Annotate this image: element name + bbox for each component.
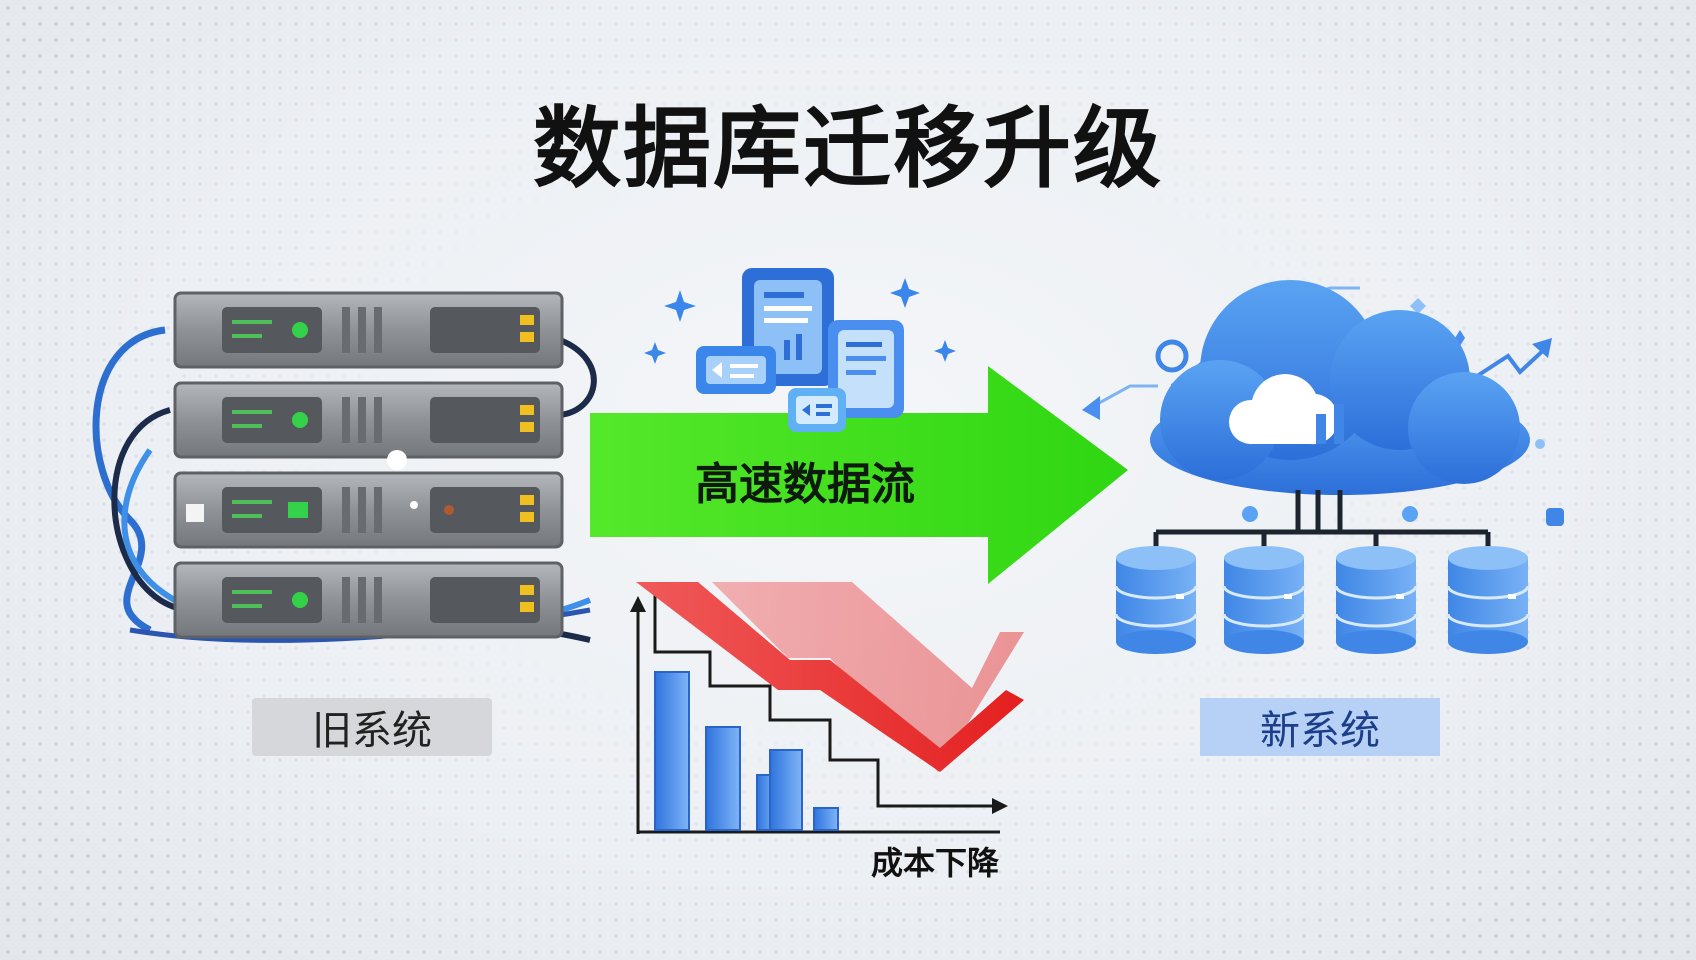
document-icon <box>696 268 904 432</box>
page-title: 数据库迁移升级 <box>532 97 1163 200</box>
new-system-label: 新系统 <box>1200 698 1440 756</box>
data-flow-arrow <box>590 366 1128 584</box>
old-system-label: 旧系统 <box>252 698 492 756</box>
database-icon <box>1114 490 1530 654</box>
flow-label: 高速数据流 <box>695 459 915 510</box>
server-rack-icon <box>92 291 597 643</box>
cost-label: 成本下降 <box>870 844 999 882</box>
bar-chart-icon <box>630 592 1008 834</box>
cost-trend-arrow <box>636 582 1024 772</box>
cloud-icon <box>1082 280 1564 526</box>
sparkle-icon <box>644 278 956 364</box>
